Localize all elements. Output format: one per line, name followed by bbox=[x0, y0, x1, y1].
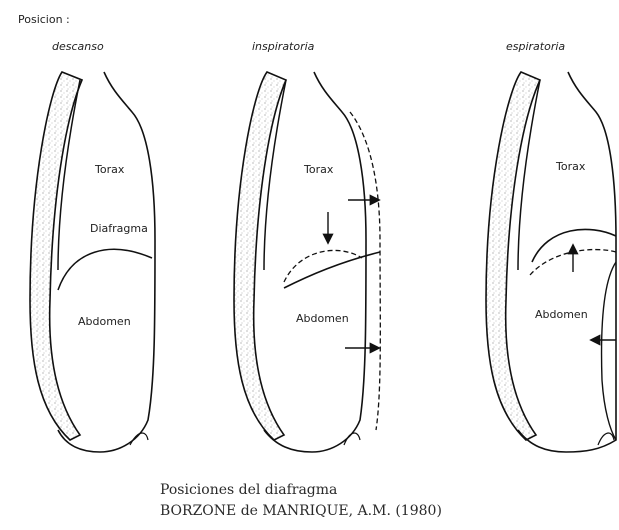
label-abdomen-inspiration: Abdomen bbox=[296, 312, 349, 325]
expanded-outline-inspiration bbox=[350, 112, 380, 430]
label-abdomen-expiration: Abdomen bbox=[535, 308, 588, 321]
panel-title-expiration: espiratoria bbox=[506, 40, 565, 53]
label-diafragma-rest: Diafragma bbox=[90, 222, 148, 235]
diaphragm-line-rest bbox=[58, 249, 152, 290]
panel-inspiration bbox=[234, 72, 380, 452]
diaphragm-rest-dashed bbox=[284, 250, 362, 282]
panel-title-inspiration: inspiratoria bbox=[252, 40, 314, 53]
abdomen-inner-expiration bbox=[602, 262, 616, 440]
pelvis-inspiration bbox=[344, 433, 360, 445]
label-torax-rest: Torax bbox=[95, 163, 124, 176]
spine-rest bbox=[30, 72, 82, 440]
label-torax-expiration: Torax bbox=[556, 160, 585, 173]
spine-inspiration bbox=[234, 72, 286, 440]
label-torax-inspiration: Torax bbox=[304, 163, 333, 176]
panel-rest bbox=[30, 72, 155, 452]
diaphragm-raised-expiration bbox=[532, 229, 616, 262]
caption-title: Posiciones del diafragma bbox=[160, 482, 337, 498]
label-abdomen-rest: Abdomen bbox=[78, 315, 131, 328]
panel-expiration bbox=[486, 72, 616, 452]
panel-title-rest: descanso bbox=[52, 40, 104, 53]
caption-source: BORZONE de MANRIQUE, A.M. (1980) bbox=[160, 503, 442, 519]
body-outline-inspiration bbox=[264, 72, 366, 452]
body-outline-rest bbox=[58, 72, 155, 452]
position-heading: Posicion : bbox=[18, 13, 70, 26]
